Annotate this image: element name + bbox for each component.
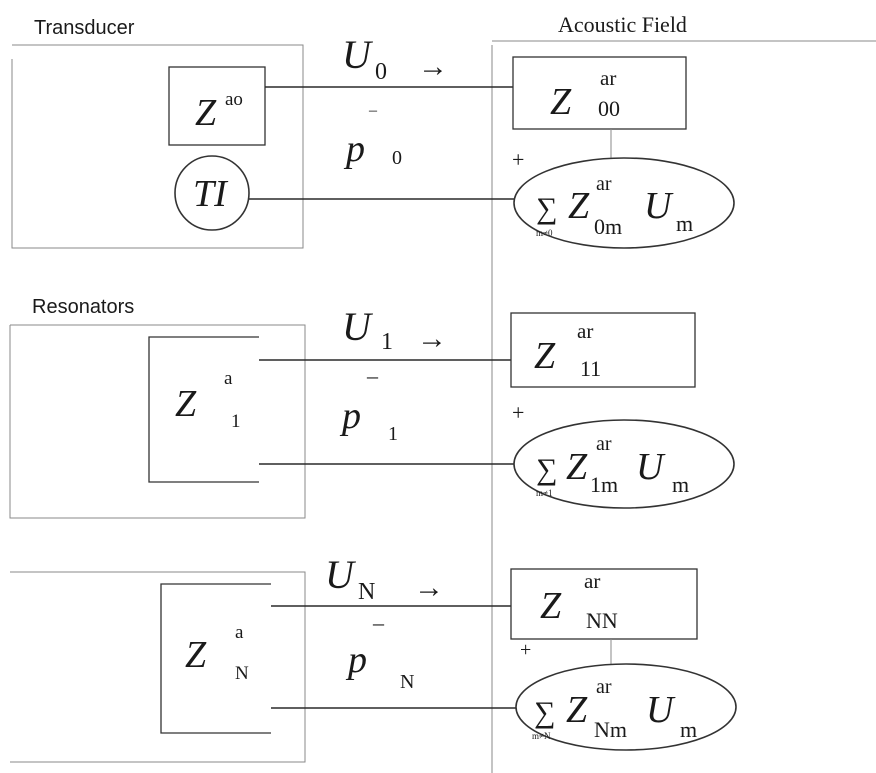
svg-text:ar: ar [596,676,612,698]
svg-text:Z: Z [566,689,588,731]
p1-pressure-label: p 1 [339,395,398,445]
svg-text:U: U [342,304,374,349]
svg-text:U: U [644,185,674,227]
z-a1-bracket [148,336,259,483]
svg-text:a: a [235,622,244,643]
svg-text:U: U [342,32,374,77]
svg-text:U: U [325,552,357,597]
svg-text:N: N [400,671,414,693]
svg-text:p: p [343,128,365,170]
svg-text:ao: ao [225,89,243,110]
svg-text:Z: Z [175,383,197,425]
z-ao-impedance: Z ao [195,89,243,134]
svg-text:m: m [680,717,697,742]
sum-N-ellipse [515,663,737,751]
plus-0: + [512,147,524,172]
z-ar-NN-box [510,568,698,640]
svg-text:1m: 1m [590,472,618,497]
svg-text:m≠N: m≠N [532,731,551,741]
svg-text:Z: Z [185,634,207,676]
z-ar-11-box [510,312,696,388]
svg-text:ar: ar [577,319,593,343]
acoustic-field-label: Acoustic Field [558,12,687,37]
svg-text:1: 1 [381,329,393,355]
z-a1-impedance: Z a 1 [175,368,241,432]
transducer-label: Transducer [34,17,135,39]
pN-pressure-label: p N [345,639,414,693]
svg-text:Z: Z [568,185,590,227]
plus-N: + [520,639,531,661]
svg-text:∑: ∑ [536,453,557,486]
svg-text:Z: Z [550,81,572,123]
svg-text:m≠0: m≠0 [536,228,553,238]
svg-text:1: 1 [388,423,398,445]
svg-text:U: U [646,689,676,731]
z-ar-NN-impedance: Z ar NN [540,569,618,633]
svg-text:NN: NN [586,608,618,633]
svg-text:Z: Z [195,92,217,134]
svg-text:m: m [672,472,689,497]
svg-text:p: p [339,395,361,437]
svg-text:∑: ∑ [536,192,557,225]
svg-text:N: N [235,663,249,684]
svg-text:ar: ar [596,433,612,455]
u1-arrow: → [417,322,447,355]
svg-text:m: m [676,211,693,236]
z-ar-00-box [512,56,687,130]
uN-arrow: → [414,571,444,604]
z-aN-bracket [160,583,271,734]
svg-text:Nm: Nm [594,717,627,742]
u0-flow-label: U 0 → [342,32,448,85]
u1-flow-label: U 1 → [342,304,447,355]
sum-1-ellipse [513,419,735,509]
svg-text:a: a [224,368,233,389]
resonator-1-frame [9,324,306,519]
svg-text:Z: Z [566,446,588,488]
svg-text:00: 00 [598,96,620,121]
svg-text:0m: 0m [594,214,622,239]
sum-0-ellipse [513,157,735,249]
p0-pressure-label: p 0 [343,128,402,170]
resonators-label: Resonators [32,296,134,318]
uN-flow-label: U N → [325,552,444,605]
p1-bar: – [366,363,379,388]
svg-text:ar: ar [600,66,616,90]
svg-text:m≠1: m≠1 [536,488,552,498]
resonator-N-frame [10,571,306,763]
svg-text:0: 0 [375,59,387,85]
sum-1-term: ∑ m≠1 Z ar 1m U m [536,433,689,498]
z-aN-impedance: Z a N [185,622,249,684]
z-ar-11-impedance: Z ar 11 [534,319,601,381]
svg-text:p: p [345,639,367,681]
transducer-source-circle [174,155,250,231]
plus-1: + [512,400,524,425]
svg-text:U: U [636,446,666,488]
sum-0-term: ∑ m≠0 Z ar 0m U m [536,173,693,239]
svg-text:11: 11 [580,356,601,381]
svg-text:Z: Z [534,335,556,377]
z-ao-box [168,66,266,146]
svg-text:N: N [358,579,375,605]
pN-bar: – [372,610,385,635]
p0-bar: – [368,102,378,119]
ti-source-label: TI [193,173,229,215]
sum-N-term: ∑ m≠N Z ar Nm U m [532,676,697,742]
svg-text:ar: ar [584,569,600,593]
svg-text:Z: Z [540,585,562,627]
svg-text:ar: ar [596,173,612,195]
svg-text:0: 0 [392,147,402,169]
svg-text:∑: ∑ [534,696,555,729]
svg-text:1: 1 [231,411,241,432]
transducer-frame [11,44,304,249]
z-ar-00-impedance: Z ar 00 [550,66,620,123]
u0-arrow: → [418,50,448,83]
